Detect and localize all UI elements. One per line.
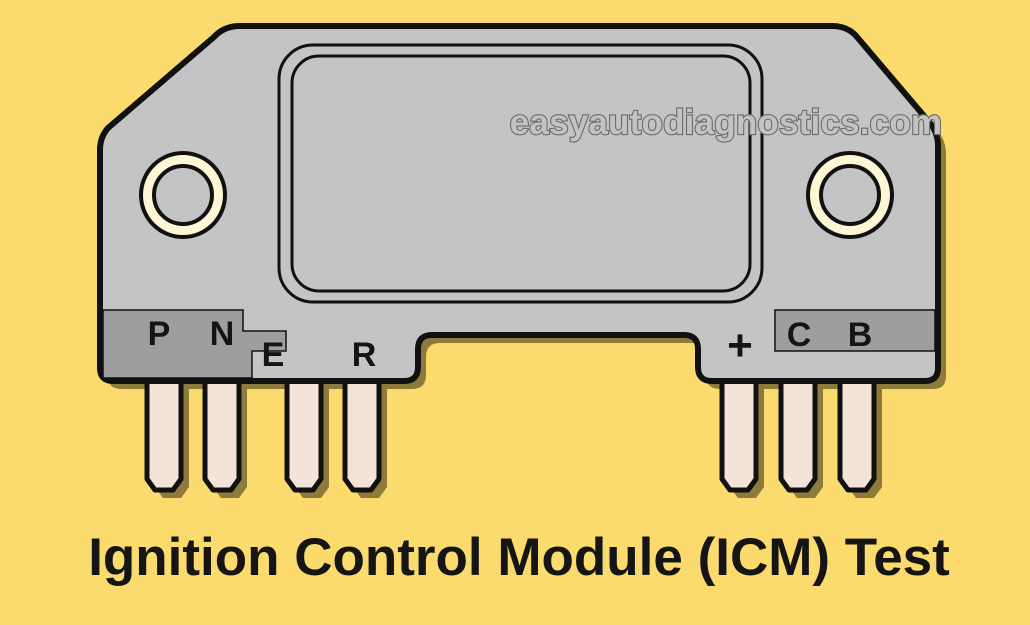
label-strips [102, 309, 936, 379]
watermark: easyautodiagnostics.com [510, 103, 943, 142]
pin-r [345, 376, 379, 490]
pin-e [287, 376, 321, 490]
pin-label-e: E [262, 336, 285, 374]
pin-label-p: P [148, 315, 171, 353]
pin-n [205, 376, 239, 490]
mount-hole-right [806, 151, 894, 239]
mount-hole-left [139, 151, 227, 239]
pin-label-r: R [352, 336, 377, 374]
page-title: Ignition Control Module (ICM) Test [88, 528, 950, 587]
pin-label-n: N [210, 315, 235, 353]
pin-label-plus: + [727, 321, 753, 370]
pin-c [781, 376, 815, 490]
pin-p [147, 376, 181, 490]
pin-label-c: C [787, 316, 812, 354]
pin-b [840, 376, 874, 490]
pin-plus [722, 376, 756, 490]
module-panel-inner [290, 54, 752, 293]
pin-label-b: B [848, 316, 873, 354]
